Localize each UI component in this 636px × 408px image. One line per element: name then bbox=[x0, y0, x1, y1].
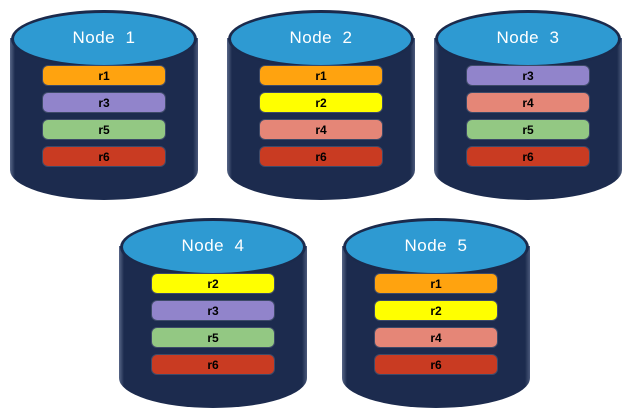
replica-label: r4 bbox=[315, 122, 327, 137]
node-title: Node 1 bbox=[72, 28, 136, 47]
replica-list: r1 r3 r5 r6 bbox=[10, 66, 198, 166]
replica-bar-r3: r3 bbox=[152, 301, 274, 320]
cylinder-top: Node 5 bbox=[343, 218, 529, 276]
replica-label: r2 bbox=[315, 95, 327, 110]
replica-label: r2 bbox=[430, 303, 442, 318]
cylinder-body bbox=[119, 246, 307, 408]
cylinder-top: Node 2 bbox=[228, 10, 414, 68]
replica-bar-r1: r1 bbox=[375, 274, 497, 293]
replica-label: r5 bbox=[522, 122, 534, 137]
replica-bar-r6: r6 bbox=[467, 147, 589, 166]
cylinder-top: Node 1 bbox=[11, 10, 197, 68]
database-node-2: Node 2 r1 r2 r4 r6 bbox=[227, 8, 415, 200]
replica-label: r1 bbox=[315, 68, 327, 83]
replica-bar-r2: r2 bbox=[152, 274, 274, 293]
database-node-4: Node 4 r2 r3 r5 r6 bbox=[119, 216, 307, 408]
replica-bar-r5: r5 bbox=[467, 120, 589, 139]
replica-label: r4 bbox=[522, 95, 534, 110]
replica-bar-r2: r2 bbox=[260, 93, 382, 112]
replica-label: r6 bbox=[315, 149, 327, 164]
replica-bar-r3: r3 bbox=[467, 66, 589, 85]
replica-bar-r5: r5 bbox=[43, 120, 165, 139]
replica-bar-r4: r4 bbox=[375, 328, 497, 347]
cylinder-top: Node 4 bbox=[120, 218, 306, 276]
replica-bar-r6: r6 bbox=[152, 355, 274, 374]
replica-label: r6 bbox=[98, 149, 110, 164]
database-node-3: Node 3 r3 r4 r5 r6 bbox=[434, 8, 622, 200]
replica-bar-r1: r1 bbox=[260, 66, 382, 85]
replica-list: r1 r2 r4 r6 bbox=[227, 66, 415, 166]
replica-label: r3 bbox=[522, 68, 534, 83]
replica-label: r1 bbox=[430, 276, 442, 291]
node-title: Node 4 bbox=[181, 236, 245, 255]
replica-bar-r4: r4 bbox=[260, 120, 382, 139]
replica-list: r2 r3 r5 r6 bbox=[119, 274, 307, 374]
cylinder-top: Node 3 bbox=[435, 10, 621, 68]
database-node-1: Node 1 r1 r3 r5 r6 bbox=[10, 8, 198, 200]
node-title: Node 3 bbox=[496, 28, 560, 47]
replica-label: r3 bbox=[207, 303, 219, 318]
replica-label: r4 bbox=[430, 330, 442, 345]
replica-label: r6 bbox=[430, 357, 442, 372]
replica-bar-r6: r6 bbox=[43, 147, 165, 166]
replica-list: r3 r4 r5 r6 bbox=[434, 66, 622, 166]
replica-label: r6 bbox=[522, 149, 534, 164]
replica-label: r1 bbox=[98, 68, 110, 83]
replica-label: r5 bbox=[98, 122, 110, 137]
replica-label: r5 bbox=[207, 330, 219, 345]
node-title: Node 2 bbox=[289, 28, 353, 47]
replica-label: r6 bbox=[207, 357, 219, 372]
replica-bar-r3: r3 bbox=[43, 93, 165, 112]
replica-bar-r2: r2 bbox=[375, 301, 497, 320]
replica-label: r2 bbox=[207, 276, 219, 291]
replica-bar-r6: r6 bbox=[375, 355, 497, 374]
replica-bar-r6: r6 bbox=[260, 147, 382, 166]
replica-bar-r4: r4 bbox=[467, 93, 589, 112]
node-title: Node 5 bbox=[404, 236, 468, 255]
replica-list: r1 r2 r4 r6 bbox=[342, 274, 530, 374]
database-node-5: Node 5 r1 r2 r4 r6 bbox=[342, 216, 530, 408]
replica-bar-r1: r1 bbox=[43, 66, 165, 85]
replica-bar-r5: r5 bbox=[152, 328, 274, 347]
replica-label: r3 bbox=[98, 95, 110, 110]
cylinder-body bbox=[342, 246, 530, 408]
